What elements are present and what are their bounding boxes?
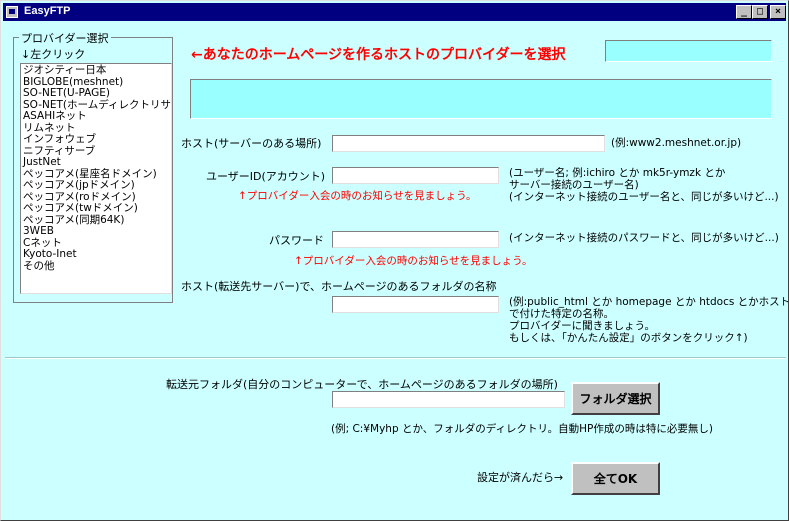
provider-list-item[interactable]: ジオシティー日本 xyxy=(23,64,107,76)
user-id-hint-1: (ユーザー名; 例:ichiro とか mk5r-ymzk とか xyxy=(509,167,726,179)
all-ok-button[interactable]: 全てOK xyxy=(571,462,660,495)
provider-list-item[interactable]: リムネット xyxy=(23,121,76,134)
provider-list-item[interactable]: JustNet xyxy=(23,156,61,168)
provider-list-item[interactable]: その他 xyxy=(23,259,55,272)
maximize-button[interactable]: □ xyxy=(752,5,768,19)
remote-folder-label: ホスト(転送先サーバー)で、ホームページのあるフォルダの名称 xyxy=(181,280,497,293)
provider-list-item[interactable]: インフォウェブ xyxy=(23,133,97,145)
window-title: EasyFTP xyxy=(24,5,71,17)
local-folder-label: 転送元フォルダ(自分のコンピューターで、ホームページのあるフォルダの場所) xyxy=(166,378,558,391)
password-label: パスワード xyxy=(269,234,324,247)
remote-folder-hint-3: プロバイダーに聞きましょう。 xyxy=(509,320,655,332)
host-input[interactable] xyxy=(332,135,605,152)
remote-folder-input[interactable] xyxy=(332,296,499,313)
provider-info-display xyxy=(190,79,772,119)
provider-list-item[interactable]: ペッコアメ(同期64K) xyxy=(23,213,125,226)
finish-label: 設定が済んだら→ xyxy=(477,471,564,484)
provider-group-label: プロバイダー選択 xyxy=(19,30,111,46)
provider-list-item[interactable]: ASAHIネット xyxy=(23,110,87,122)
host-label: ホスト(サーバーのある場所) xyxy=(181,137,322,150)
local-folder-input[interactable] xyxy=(332,391,565,408)
provider-list-item[interactable]: ペッコアメ(twドメイン) xyxy=(23,202,138,214)
provider-instruction-headline: ←あなたのホームページを作るホストのプロバイダーを選択 xyxy=(191,47,566,63)
user-id-label: ユーザーID(アカウント) xyxy=(206,170,326,183)
selected-provider-display xyxy=(605,40,772,62)
app-icon xyxy=(6,6,18,18)
password-input[interactable] xyxy=(332,231,499,248)
host-hint: (例:www2.meshnet.or.jp) xyxy=(611,137,742,149)
provider-list-item[interactable]: SO-NET(ホームディレクトリサービス xyxy=(23,98,171,111)
provider-list-item[interactable]: ペッコアメ(jpドメイン) xyxy=(23,179,135,191)
provider-list-item[interactable]: ペッコアメ(星座名ドメイン) xyxy=(23,167,157,180)
provider-list-item[interactable]: BIGLOBE(meshnet) xyxy=(23,75,124,88)
provider-list-item[interactable]: SO-NET(U-PAGE) xyxy=(23,87,111,99)
user-id-hint-3: (インターネット接続のユーザー名と、同じが多いけど...) xyxy=(509,191,779,203)
provider-list-item[interactable]: ペッコアメ(roドメイン) xyxy=(23,190,136,203)
folder-select-button[interactable]: フォルダ選択 xyxy=(571,382,660,415)
remote-folder-hint-1: (例:public_html とか homepage とか htdocs とかホ… xyxy=(509,296,789,308)
user-id-input[interactable] xyxy=(332,167,499,184)
provider-list-item[interactable]: ニフティサーブ xyxy=(23,144,96,157)
password-hint: (インターネット接続のパスワードと、同じが多いけど...) xyxy=(509,232,779,244)
title-bar[interactable]: EasyFTP _ □ × xyxy=(3,3,786,21)
provider-list-item[interactable]: Kyoto-Inet xyxy=(23,248,77,260)
left-click-instruction: ↓左クリック xyxy=(21,48,86,61)
remote-folder-hint-4: もしくは、「かんたん設定」のボタンをクリック↑) xyxy=(509,332,748,344)
section-divider xyxy=(5,357,786,359)
remote-folder-hint-2: で付けた特定の名称。 xyxy=(509,308,614,320)
user-id-hint-2: サーバー接続のユーザー名) xyxy=(509,179,639,191)
user-id-notice: ↑プロバイダー入会の時のお知らせを見ましょう。 xyxy=(238,190,477,202)
local-folder-hint: (例; C:¥Myhp とか、フォルダのディレクトリ。自動HP作成の時は特に必要… xyxy=(331,423,713,435)
minimize-button[interactable]: _ xyxy=(736,5,752,19)
provider-list-item[interactable]: Cネット xyxy=(23,236,62,249)
provider-list-item[interactable]: 3WEB xyxy=(23,225,54,237)
password-notice: ↑プロバイダー入会の時のお知らせを見ましょう。 xyxy=(294,255,533,267)
close-button[interactable]: × xyxy=(770,5,786,19)
